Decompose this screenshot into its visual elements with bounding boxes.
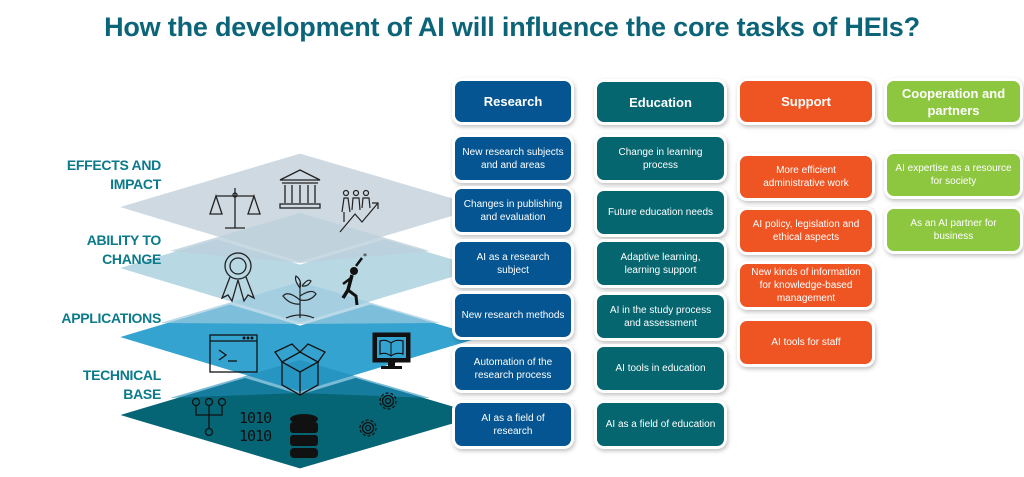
institution-building-icon — [279, 169, 321, 209]
award-ribbon-icon — [220, 252, 256, 303]
database-icon — [290, 414, 318, 458]
hierarchy-network-icon — [191, 397, 227, 437]
svg-text:1010: 1010 — [239, 409, 272, 427]
education-item: AI tools in education — [597, 347, 724, 390]
people-growth-chart-icon — [339, 189, 379, 233]
terminal-window-icon — [209, 334, 258, 373]
column-header-support: Support — [740, 81, 872, 122]
support-item: AI tools for staff — [740, 321, 872, 364]
layer-label-technical: TECHNICAL BASE — [83, 366, 161, 404]
layer-label-line: IMPACT — [110, 176, 161, 192]
column-header-research: Research — [455, 81, 571, 122]
education-item: Future education needs — [597, 191, 724, 234]
cooperation-item: AI expertise as a resource for society — [887, 154, 1020, 196]
research-item: New research methods — [455, 294, 571, 337]
binary-code-icon: 1010 1010 — [239, 409, 273, 445]
scales-of-justice-icon — [209, 188, 261, 229]
page-title: How the development of AI will influence… — [104, 12, 920, 42]
research-item: AI as a research subject — [455, 242, 571, 285]
support-item: New kinds of information for knowledge-b… — [740, 264, 872, 307]
support-item: More efficient administrative work — [740, 156, 872, 198]
growing-plant-icon — [282, 275, 317, 319]
svg-text:*: * — [363, 252, 367, 261]
layer-label-line: APPLICATIONS — [61, 310, 161, 326]
cooperation-item: As an AI partner for business — [887, 209, 1020, 251]
monitor-book-icon — [372, 332, 411, 369]
column-header-education: Education — [597, 82, 724, 122]
layer-label-effects: EFFECTS AND IMPACT — [67, 156, 161, 194]
gears-icon — [359, 392, 397, 437]
education-item: Adaptive learning, learning support — [597, 242, 724, 285]
research-item: Automation of the research process — [455, 347, 571, 390]
reaching-star-person-icon: * — [341, 252, 367, 306]
svg-text:1010: 1010 — [239, 427, 272, 445]
education-item: AI as a field of education — [597, 403, 724, 446]
support-item: AI policy, legislation and ethical aspec… — [740, 210, 872, 252]
education-item: AI in the study process and assessment — [597, 295, 724, 338]
column-header-cooperation: Cooperation and partners — [887, 81, 1020, 122]
layer-label-applications: APPLICATIONS — [61, 309, 161, 328]
research-item: New research subjects and and areas — [455, 137, 571, 180]
research-item: Changes in publishing and evaluation — [455, 189, 571, 232]
layer-label-line: ABILITY TO — [86, 232, 162, 248]
layer-label-line: TECHNICAL — [82, 367, 161, 383]
layer-label-line: EFFECTS AND — [66, 157, 161, 173]
education-item: Change in learning process — [597, 137, 724, 180]
layer-label-ability: ABILITY TO CHANGE — [86, 231, 162, 269]
open-box-icon — [274, 343, 326, 396]
layer-label-line: CHANGE — [102, 251, 161, 267]
layer-label-line: BASE — [123, 386, 161, 402]
research-item: AI as a field of research — [455, 403, 571, 446]
